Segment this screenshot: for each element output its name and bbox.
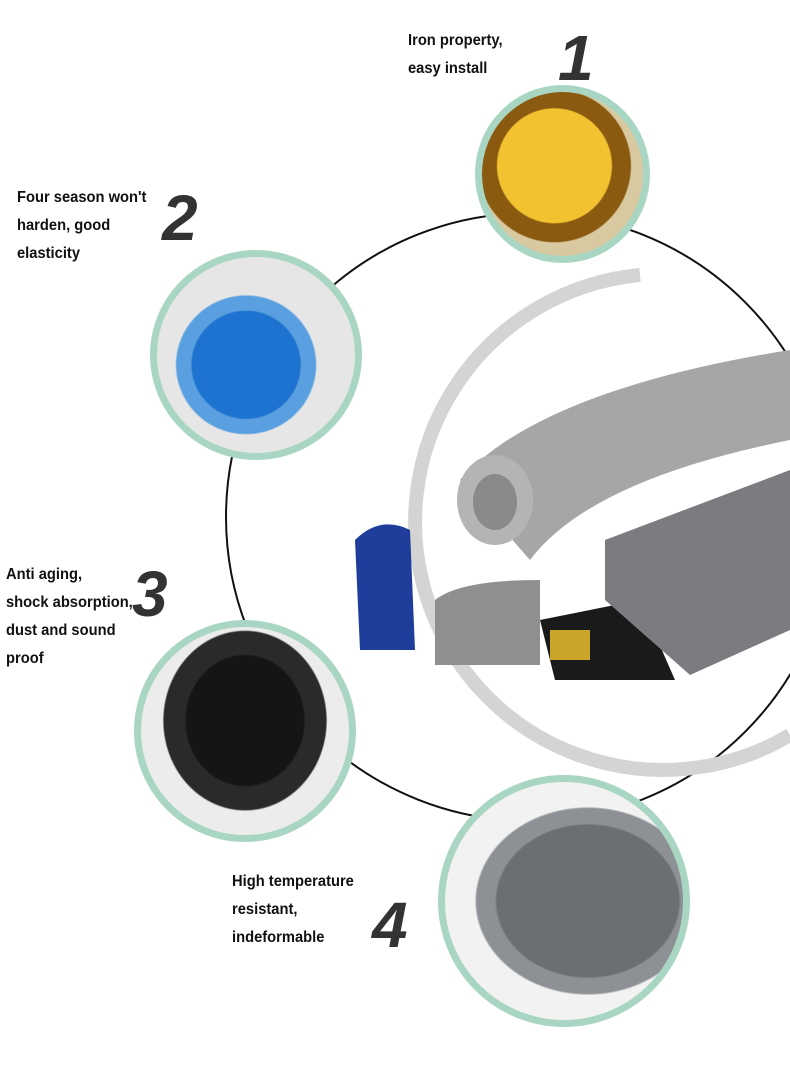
- feature-2-line: elasticity: [17, 245, 81, 262]
- feature-3-text: Anti aging, shock absorption, dust and s…: [6, 561, 133, 673]
- gray-flat-seal: [435, 580, 540, 665]
- feature-4-line: High temperature: [232, 873, 354, 890]
- feature-2-text: Four season won't harden, good elasticit…: [17, 184, 146, 268]
- feature-3-line: Anti aging,: [6, 566, 83, 583]
- product-group-image: [355, 350, 790, 680]
- gray-clip-seal: [605, 470, 790, 675]
- bubble-blue-seal: [150, 250, 362, 460]
- feature-3-line: shock absorption,: [6, 594, 133, 611]
- decorative-gray-arc: [408, 268, 790, 777]
- feature-1-text: Iron property, easy install: [408, 27, 503, 83]
- yellow-insert: [550, 630, 590, 660]
- bubble-gray-clip-seal: [438, 775, 690, 1027]
- gray-seal-tube: [460, 350, 790, 560]
- feature-2-line: harden, good: [17, 217, 111, 234]
- feature-1-line: Iron property,: [408, 32, 503, 49]
- feature-4-text: High temperature resistant, indeformable: [232, 868, 354, 952]
- feature-3-line: proof: [6, 650, 44, 667]
- feature-2-number: 2: [162, 182, 198, 254]
- feature-3-line: dust and sound: [6, 622, 116, 639]
- blue-seal: [355, 524, 415, 650]
- feature-1-line: easy install: [408, 60, 488, 77]
- feature-4-line: indeformable: [232, 929, 325, 946]
- bubble-black-seal: [134, 620, 356, 842]
- feature-4-number: 4: [372, 889, 408, 961]
- feature-4-line: resistant,: [232, 901, 298, 918]
- bubble-yellow-seal: [475, 85, 650, 263]
- feature-1-number: 1: [558, 22, 594, 94]
- feature-3-number: 3: [132, 558, 168, 630]
- feature-2-line: Four season won't: [17, 189, 147, 206]
